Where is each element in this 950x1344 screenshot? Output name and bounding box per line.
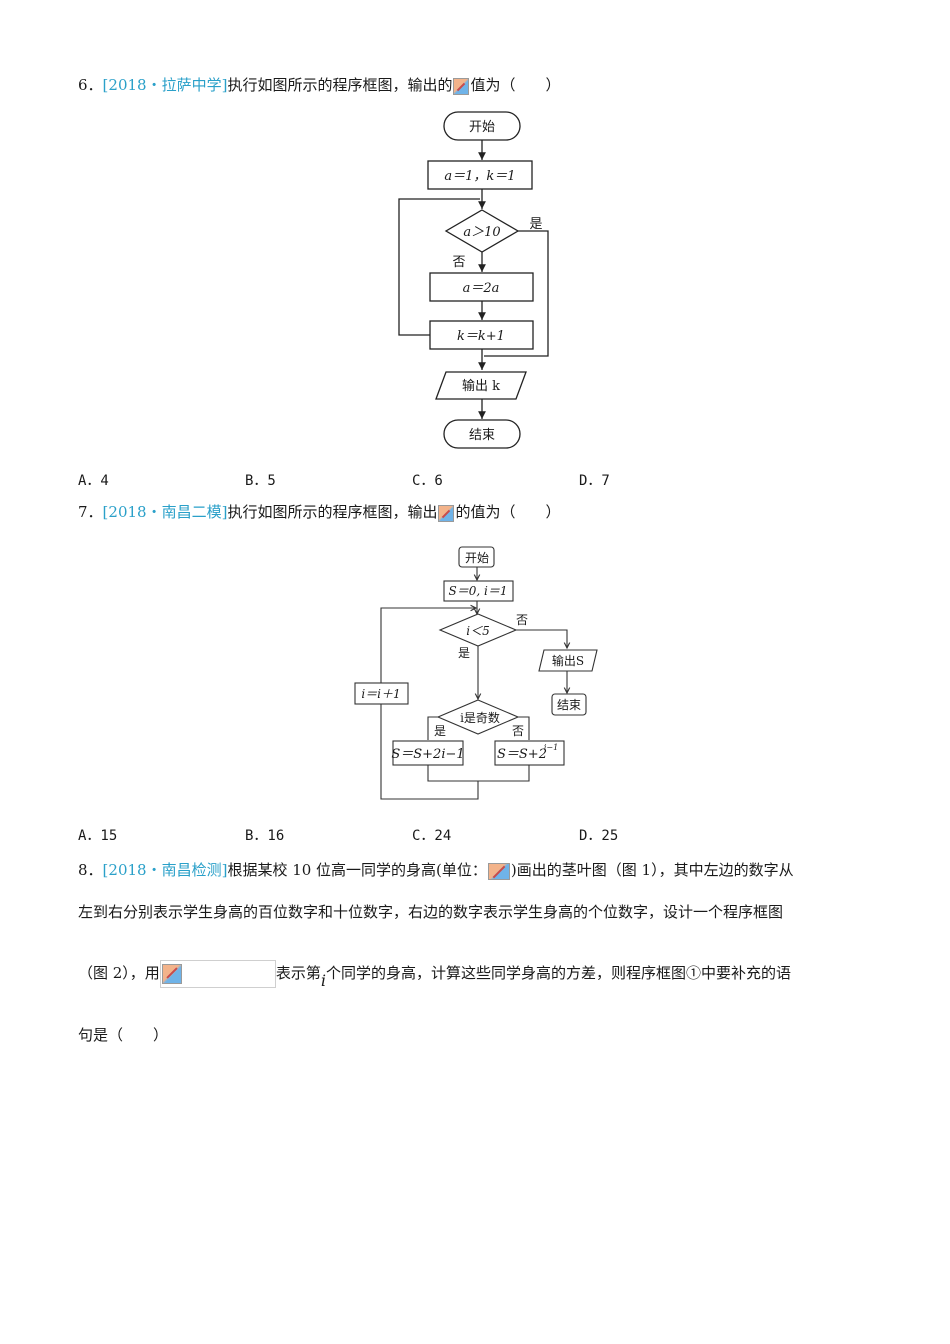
q7-text-before: 执行如图所示的程序框图，输出: [227, 503, 438, 521]
broken-image-icon: [453, 77, 470, 95]
q6-option-c[interactable]: C．6: [412, 473, 443, 489]
q7-number: 7．: [78, 503, 103, 521]
q8-line4: 句是（ ）: [78, 1025, 168, 1045]
q7-cond-label: i＜5: [466, 624, 489, 638]
q7-end-node: [551, 693, 587, 716]
q6-step1-label: a＝2a: [463, 281, 500, 296]
q7-stem: 7．[2018・南昌二模]执行如图所示的程序框图，输出的值为（ ）: [78, 502, 560, 522]
q7-option-c[interactable]: C．24: [412, 828, 452, 844]
q7-text-after: 的值为（ ）: [455, 503, 561, 521]
q7-source-tag: [2018・南昌二模]: [102, 503, 228, 521]
q6-options: A．4 B．5 C．6 D．7: [78, 470, 838, 490]
q7-leftbox-label: S＝S+2i−1: [391, 747, 464, 762]
q6-yes-label: 是: [529, 217, 542, 232]
q7-option-b[interactable]: B．16: [245, 828, 285, 844]
q6-no-label: 否: [452, 255, 465, 270]
q7-option-a[interactable]: A．15: [78, 828, 118, 844]
q6-option-b[interactable]: B．5: [245, 473, 276, 489]
q6-cond-label: a＞10: [463, 225, 500, 240]
broken-image-icon: [161, 964, 182, 984]
q7-rightbox-exp: i−1: [544, 743, 558, 752]
q7-end-label: 结束: [557, 698, 581, 712]
q7-rightbox-label: S＝S+2: [497, 747, 547, 762]
q8-line2: 左到右分别表示学生身高的百位数字和十位数字，右边的数字表示学生身高的个位数字，设…: [78, 902, 783, 922]
q6-text-before: 执行如图所示的程序框图，输出的: [227, 76, 453, 94]
q6-text-after: 值为（ ）: [470, 76, 561, 94]
q6-option-d[interactable]: D．7: [579, 473, 610, 489]
q7-incr-label: i＝i＋1: [361, 687, 400, 701]
q8-line1-b: )画出的茎叶图（图 1），其中左边的数字从: [510, 861, 794, 879]
broken-image-icon: [438, 504, 455, 522]
q7-options: A．15 B．16 C．24 D．25: [78, 825, 838, 845]
q8-line1-a: 根据某校 10 位高一同学的身高(单位：: [227, 861, 487, 879]
q8-number: 8．: [78, 861, 103, 879]
q8-line1: 8．[2018・南昌检测]根据某校 10 位高一同学的身高(单位： )画出的茎叶图…: [78, 860, 794, 880]
q6-option-a[interactable]: A．4: [78, 473, 109, 489]
q6-start-label: 开始: [469, 120, 495, 135]
q6-end-label: 结束: [469, 428, 495, 443]
q8-line3-c: 个同学的身高，计算这些同学身高的方差，则程序框图①中要补充的语: [325, 964, 791, 982]
q7-no2-label: 否: [512, 724, 524, 738]
q7-init-node: [443, 580, 514, 602]
q7-no-label: 否: [516, 613, 528, 627]
q7-output-node: [538, 649, 598, 672]
q6-end-node: [443, 419, 521, 449]
q7-output-label: 输出S: [552, 653, 584, 668]
q7-start-label: 开始: [465, 551, 489, 565]
q6-step2-label: k＝k+1: [457, 329, 505, 344]
q8-image-placeholder: [159, 960, 276, 988]
q6-output-node: [435, 371, 527, 400]
q8-variable-i: i: [320, 971, 326, 990]
q7-odd-decision-node: [436, 699, 520, 735]
q8-line4-text: 句是（ ）: [78, 1026, 169, 1044]
q7-cond2-label: i是奇数: [460, 710, 500, 725]
q7-option-d[interactable]: D．25: [579, 828, 619, 844]
q6-source-tag: [2018・拉萨中学]: [102, 76, 228, 94]
q8-line2-text: 左到右分别表示学生身高的百位数字和十位数字，右边的数字表示学生身高的个位数字，设…: [78, 903, 784, 921]
q6-number: 6．: [78, 76, 103, 94]
q7-yes-label: 是: [458, 646, 470, 660]
q7-flowchart: 开始 S＝0, i＝1 i＜5 否 是 输出S 结束 i＝i＋1 i是奇数 是 …: [354, 546, 598, 800]
q7-init-label: S＝0, i＝1: [449, 584, 508, 598]
q8-line3-a: （图 2），用: [78, 964, 160, 982]
broken-image-icon: [487, 862, 510, 880]
q6-stem: 6．[2018・拉萨中学]执行如图所示的程序框图，输出的值为（ ）: [78, 75, 560, 95]
q8-line3-b: 表示第: [275, 964, 321, 982]
q6-flowchart: 开始 a＝1，k＝1 a＞10 是 否 a＝2a k＝k+1 输出 k 结束: [398, 111, 549, 449]
q6-init-label: a＝1，k＝1: [444, 169, 515, 184]
q7-yes2-label: 是: [434, 724, 446, 738]
q6-init-node: [427, 160, 533, 190]
q8-source-tag: [2018・南昌检测]: [102, 861, 228, 879]
q6-output-label: 输出 k: [462, 378, 500, 394]
q8-line3: （图 2），用 表示第i个同学的身高，计算这些同学身高的方差，则程序框图①中要补充…: [78, 960, 791, 990]
